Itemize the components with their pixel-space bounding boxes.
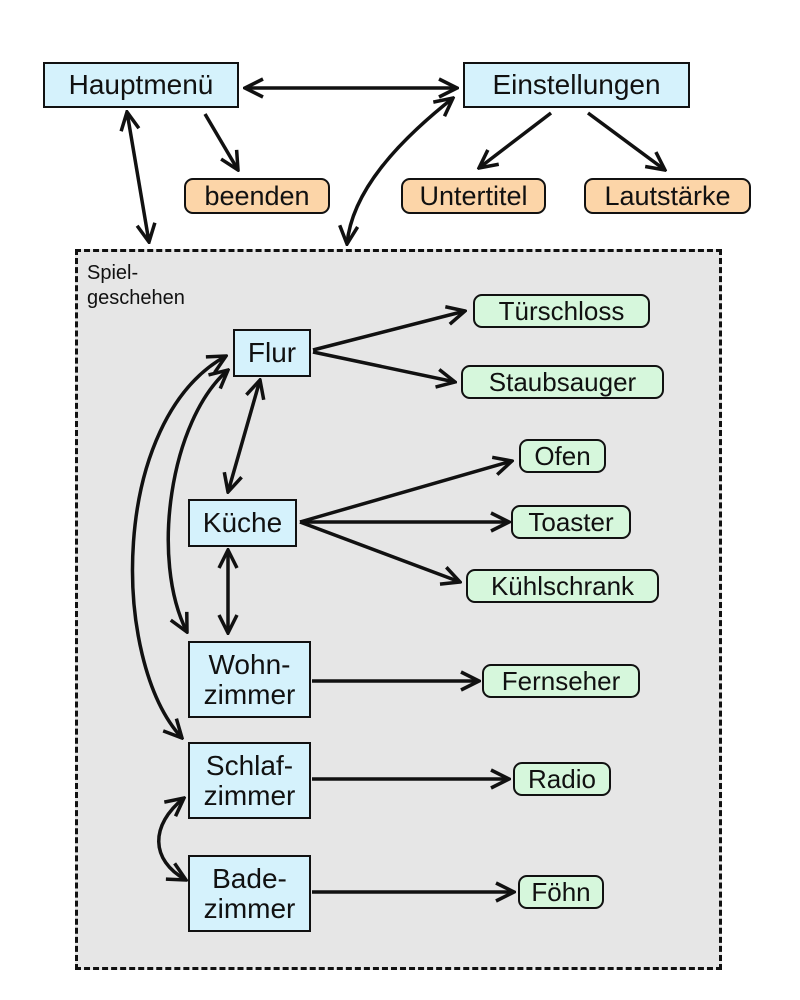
arrow-settings-volume <box>586 111 665 170</box>
arrow-hall-doorlock <box>312 311 465 352</box>
room-kitchen[interactable]: Küche <box>188 499 297 547</box>
game-area-label: Spiel- geschehen <box>87 262 185 309</box>
arrow-bedroom-bathroom <box>157 798 186 880</box>
room-hall[interactable]: Flur <box>233 329 311 377</box>
arrow-mainmenu-quit <box>203 113 238 170</box>
quit-option[interactable]: beenden <box>184 178 330 214</box>
main-menu-node[interactable]: Hauptmenü <box>43 62 239 108</box>
object-tv[interactable]: Fernseher <box>482 664 640 698</box>
object-fridge[interactable]: Kühlschrank <box>466 569 659 603</box>
room-living[interactable]: Wohn- zimmer <box>188 641 311 718</box>
room-bathroom[interactable]: Bade- zimmer <box>188 855 311 932</box>
settings-node[interactable]: Einstellungen <box>463 62 690 108</box>
arrow-settings-subtitles <box>479 111 553 168</box>
arrow-hall-bedroom <box>130 356 226 738</box>
object-hairdryer[interactable]: Föhn <box>518 875 604 909</box>
arrow-settings-game <box>347 98 453 244</box>
arrow-hall-kitchen <box>228 380 260 492</box>
object-toaster[interactable]: Toaster <box>511 505 631 539</box>
object-vacuum[interactable]: Staubsauger <box>461 365 664 399</box>
subtitles-option[interactable]: Untertitel <box>401 178 546 214</box>
arrow-kitchen-oven <box>299 461 512 524</box>
arrow-mainmenu-game <box>127 112 149 242</box>
room-bedroom[interactable]: Schlaf- zimmer <box>188 742 311 819</box>
object-oven[interactable]: Ofen <box>519 439 606 473</box>
arrow-hall-vacuum <box>312 350 455 382</box>
object-door-lock[interactable]: Türschloss <box>473 294 650 328</box>
arrow-kitchen-fridge <box>299 520 460 582</box>
volume-option[interactable]: Lautstärke <box>584 178 751 214</box>
object-radio[interactable]: Radio <box>513 762 611 796</box>
